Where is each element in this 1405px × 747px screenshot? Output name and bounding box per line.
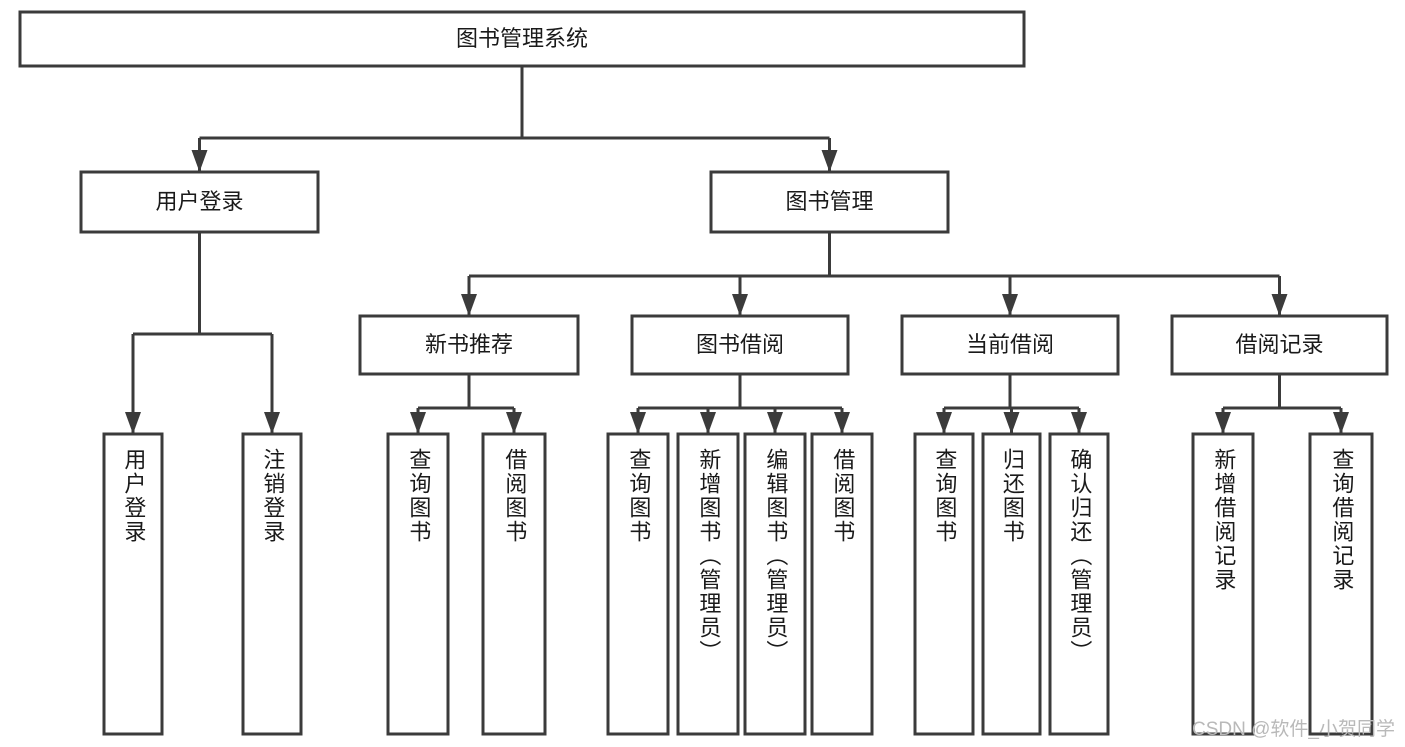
node-leaf-box-7	[810, 432, 874, 736]
arrow-to-leaf-6	[767, 412, 783, 434]
arrow-to-leaf-10	[1071, 412, 1087, 434]
connector-layer	[125, 66, 1349, 434]
arrow-to-leaf-11	[1215, 412, 1231, 434]
node-leaf-box-5	[676, 432, 740, 736]
node-leaf-box-4	[606, 432, 670, 736]
node-leaf-box-10	[1048, 432, 1110, 736]
node-leaf-box-2	[386, 432, 450, 736]
arrow-to-leaf-3	[506, 412, 522, 434]
node-root-label: 图书管理系统	[456, 26, 588, 51]
node-level3-label-1: 图书借阅	[696, 332, 784, 357]
arrow-to-leaf-0	[125, 412, 141, 434]
arrow-to-level3-3	[1271, 294, 1288, 316]
node-level3-box-2	[900, 314, 1120, 376]
node-leaf-box-8	[913, 432, 975, 736]
node-root-box	[18, 10, 1026, 68]
node-leaf-box-1	[241, 432, 303, 736]
arrow-to-leaf-8	[936, 412, 952, 434]
node-level3-label-2: 当前借阅	[966, 332, 1054, 357]
node-level3-box-1	[630, 314, 850, 376]
box-layer	[18, 10, 1389, 736]
node-leaf-box-0	[102, 432, 164, 736]
arrow-to-level3-1	[732, 294, 748, 316]
node-level3-box-0	[358, 314, 580, 376]
arrow-to-leaf-12	[1333, 412, 1349, 434]
arrow-to-level3-2	[1002, 294, 1018, 316]
node-leaf-box-9	[981, 432, 1042, 736]
node-level2-box-0	[79, 170, 320, 234]
node-level3-label-0: 新书推荐	[425, 332, 513, 357]
arrow-to-leaf-7	[834, 412, 850, 434]
arrow-to-leaf-9	[1003, 412, 1020, 434]
arrow-to-leaf-1	[264, 412, 280, 434]
node-level3-box-3	[1170, 314, 1389, 376]
node-leaf-box-12	[1308, 432, 1374, 736]
node-leaf-box-6	[743, 432, 807, 736]
node-level2-box-1	[709, 170, 950, 234]
arrow-to-leaf-2	[410, 412, 426, 434]
arrow-to-leaf-4	[630, 412, 646, 434]
arrow-to-level2-1	[821, 150, 838, 172]
arrow-to-leaf-5	[700, 412, 716, 434]
node-leaf-box-3	[481, 432, 547, 736]
node-leaf-box-11	[1191, 432, 1255, 736]
node-level2-label-1: 图书管理	[785, 189, 873, 214]
node-level3-label-3: 借阅记录	[1235, 332, 1323, 357]
arrow-to-level3-0	[461, 294, 477, 316]
node-level2-label-0: 用户登录	[155, 189, 243, 214]
arrow-to-level2-0	[191, 150, 208, 172]
